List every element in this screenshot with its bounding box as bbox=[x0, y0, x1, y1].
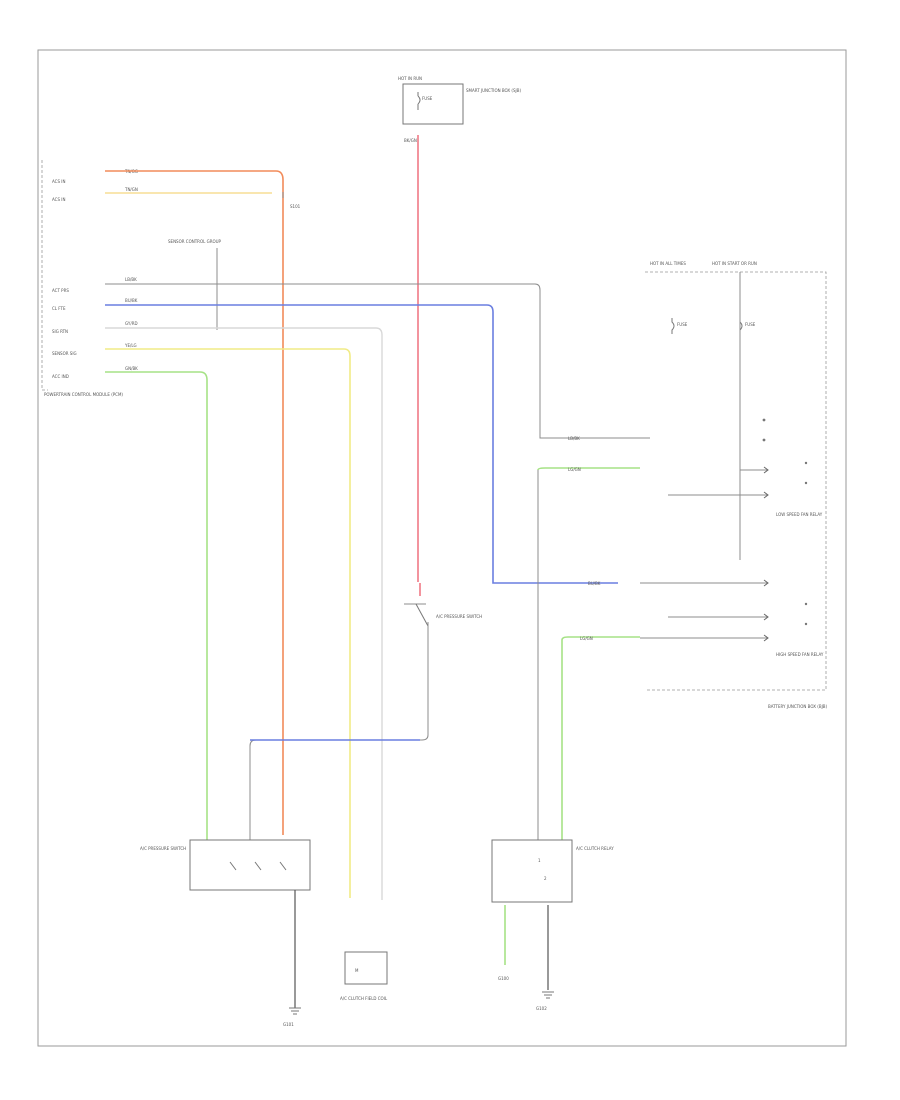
ac-switch-frame bbox=[189, 839, 311, 891]
arrow-icon bbox=[763, 613, 769, 621]
right-fuse-label: FUSE bbox=[677, 322, 688, 327]
ground-icon bbox=[289, 1007, 301, 1015]
pcm-pin-label: SIG RTN bbox=[52, 329, 68, 334]
top-fuse-label: FUSE bbox=[422, 96, 433, 101]
right-fuse-header: HOT IN START OR RUN bbox=[712, 261, 757, 266]
pcm-wire-label: YE/LG bbox=[124, 343, 137, 348]
ac-switch-caption: A/C PRESSURE SWITCH bbox=[140, 846, 186, 851]
low-speed-relay-caption: LOW SPEED FAN RELAY bbox=[776, 512, 823, 517]
pcm-wire-label: GN/BK bbox=[125, 366, 138, 371]
relay-box: 1 2 A/C CLUTCH RELAY G100 G102 bbox=[491, 839, 614, 1011]
arrow-icon bbox=[763, 634, 769, 642]
pcm-wire-label: BU/BK bbox=[125, 298, 138, 303]
relay-pin bbox=[804, 461, 808, 465]
pcm-pin-label: CL FTE bbox=[52, 306, 66, 311]
wire-lg-gn-top bbox=[537, 467, 640, 471]
mid-wire-label: LB/BK bbox=[568, 436, 580, 441]
fuse-icon bbox=[417, 92, 421, 110]
ground-label: G100 bbox=[498, 976, 509, 981]
pcm-caption: POWERTRAIN CONTROL MODULE (PCM) bbox=[44, 392, 123, 397]
right-fuse-group: HOT IN ALL TIMES HOT IN START OR RUN FUS… bbox=[640, 261, 827, 709]
wire-lg-gn-bottom bbox=[561, 636, 640, 641]
pcm-pin-label: ACS IN bbox=[52, 179, 65, 184]
ground-label: G102 bbox=[536, 1006, 547, 1011]
clutch-frame bbox=[344, 951, 388, 985]
relay-frame bbox=[491, 839, 573, 903]
ac-clutch: M A/C CLUTCH FIELD COIL bbox=[340, 951, 388, 1001]
switch-contact-icon bbox=[415, 603, 429, 627]
right-fuse-header: HOT IN ALL TIMES bbox=[650, 261, 686, 266]
relay-pin bbox=[762, 438, 766, 442]
pcm-pin-label: ACC IND bbox=[52, 374, 69, 379]
wire-tn-og bbox=[105, 170, 284, 835]
splice-label: S101 bbox=[290, 204, 301, 209]
pcm-pin-label: ACT PRS bbox=[52, 288, 69, 293]
mid-wire-label: BU/BK bbox=[588, 581, 601, 586]
top-fuse: HOT IN RUN FUSE SMART JUNCTION BOX (SJB)… bbox=[398, 76, 521, 143]
relay-caption: A/C CLUTCH RELAY bbox=[576, 846, 614, 851]
relay-pin bbox=[804, 481, 808, 485]
pressure-switch: A/C PRESSURE SWITCH bbox=[404, 603, 482, 640]
arrow-icon bbox=[763, 466, 769, 474]
arrow-icon bbox=[763, 491, 769, 499]
pcm-block: ACS IN ACS IN ACT PRS CL FTE SIG RTN SEN… bbox=[41, 160, 138, 397]
relay-coil-label: 1 bbox=[538, 858, 541, 863]
switch-contact-icon bbox=[229, 861, 287, 871]
relay-pin bbox=[762, 418, 766, 422]
high-speed-relay-caption: HIGH SPEED FAN RELAY bbox=[776, 652, 824, 657]
fuse-icon bbox=[671, 318, 675, 334]
ground-label: G101 bbox=[283, 1022, 294, 1027]
wire-gy-rd bbox=[105, 327, 383, 900]
wire-gn-bk bbox=[105, 371, 208, 840]
mid-wire-label: LG/GN bbox=[580, 636, 593, 641]
ground-icon bbox=[542, 991, 554, 999]
relay-pin bbox=[804, 602, 808, 606]
pressure-switch-caption: A/C PRESSURE SWITCH bbox=[436, 614, 482, 619]
relay-pin bbox=[804, 622, 808, 626]
bjb-caption: BATTERY JUNCTION BOX (BJB) bbox=[768, 704, 827, 709]
top-fuse-wire-label: BK/GN bbox=[404, 138, 417, 143]
wire-ye-lg bbox=[105, 348, 351, 898]
pcm-pin-label: SENSOR SIG bbox=[52, 351, 77, 356]
pcm-wire-label: GY/RD bbox=[125, 321, 138, 326]
clutch-caption: A/C CLUTCH FIELD COIL bbox=[340, 996, 388, 1001]
ac-switch-box: A/C PRESSURE SWITCH G101 bbox=[140, 839, 311, 1027]
sensor-group-label: SENSOR CONTROL GROUP bbox=[168, 239, 222, 244]
arrow-icon bbox=[763, 579, 769, 587]
pcm-pin-label: ACS IN bbox=[52, 197, 65, 202]
pcm-wire-label: TN/GN bbox=[124, 187, 138, 192]
wire-bu-bk bbox=[105, 304, 618, 584]
top-fuse-box bbox=[402, 83, 464, 125]
top-fuse-note: SMART JUNCTION BOX (SJB) bbox=[466, 88, 521, 93]
right-fuse-label: FUSE bbox=[745, 322, 756, 327]
diagram-frame bbox=[37, 49, 847, 1047]
top-fuse-header: HOT IN RUN bbox=[398, 76, 422, 81]
mid-wire-label: LG/GN bbox=[568, 467, 581, 472]
pcm-wire-label: LB/BK bbox=[125, 277, 137, 282]
wire-lb-bk bbox=[105, 283, 640, 439]
bjb-boundary bbox=[645, 271, 827, 691]
relay-switch-label: 2 bbox=[544, 876, 547, 881]
clutch-label: M bbox=[355, 968, 359, 973]
